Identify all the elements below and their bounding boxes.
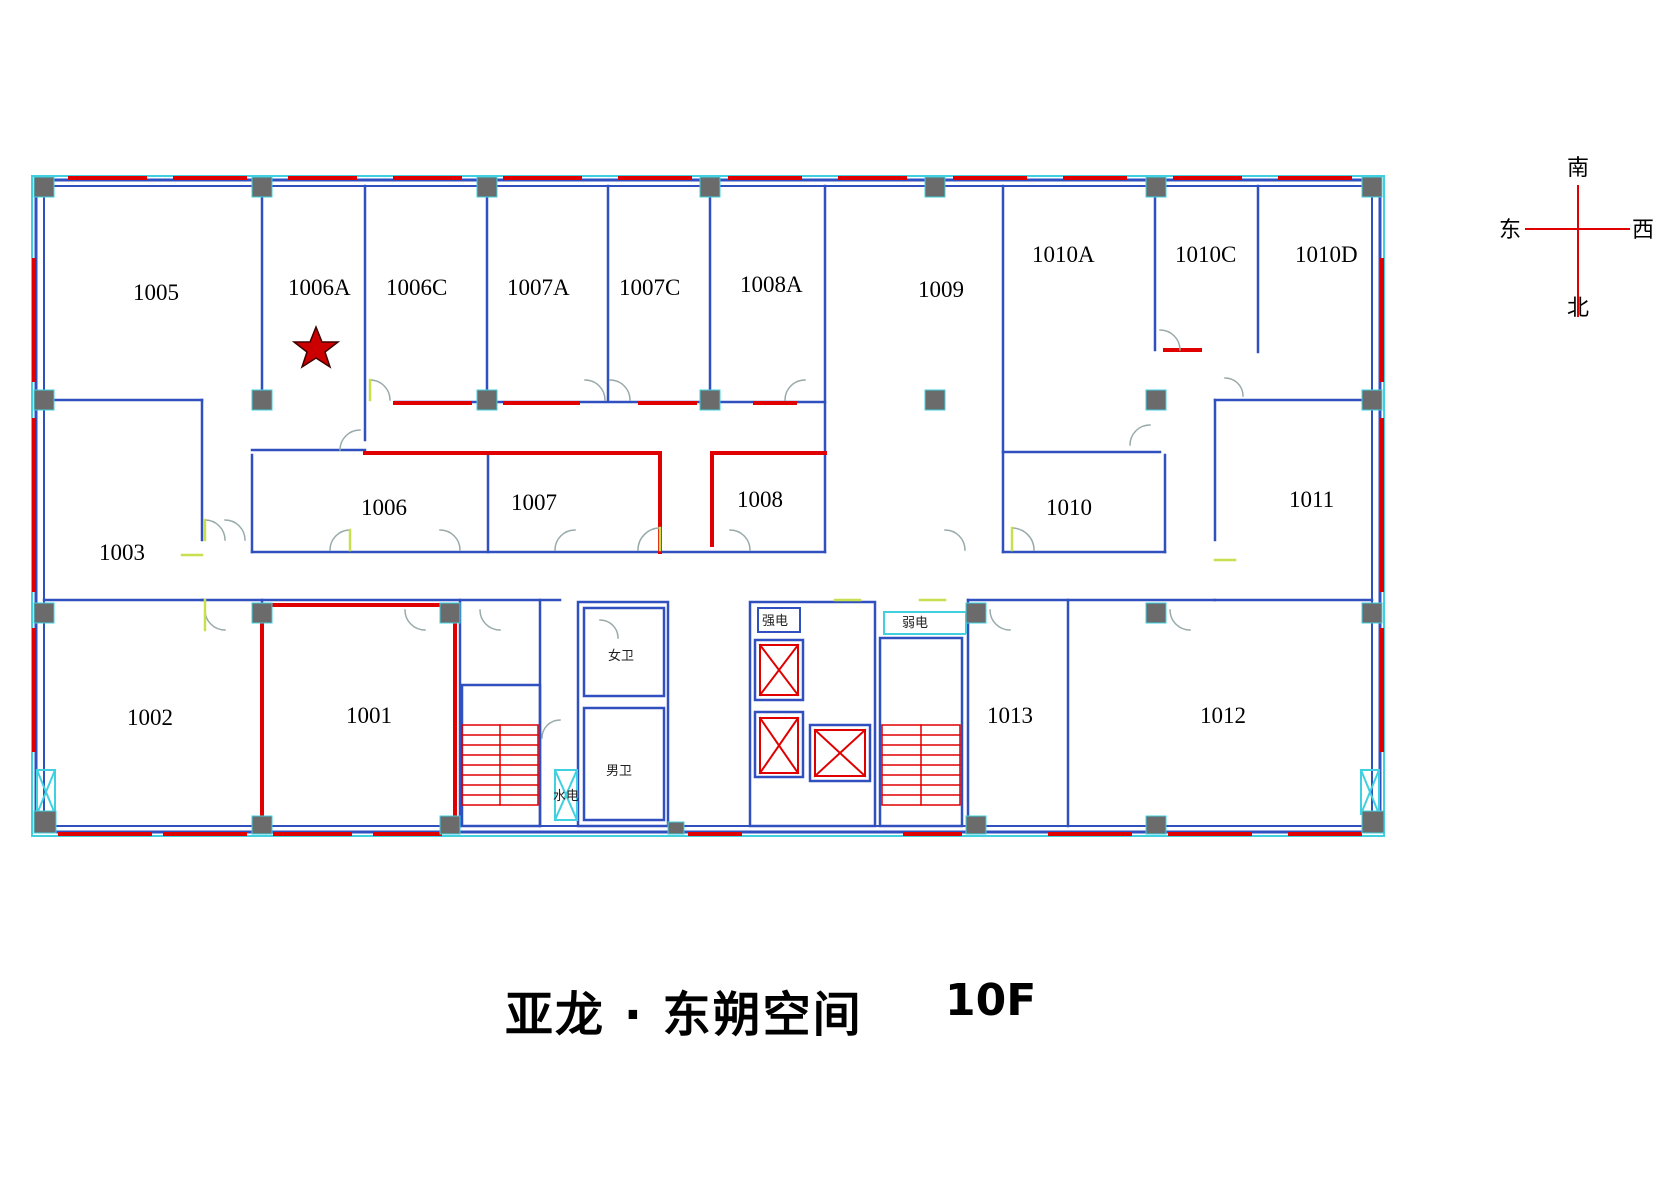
weak-elec-label: 弱电: [902, 616, 928, 631]
columns: [33, 176, 1385, 835]
female-restroom-label: 女卫: [608, 648, 634, 664]
room-1012-label[interactable]: 1012: [1200, 703, 1246, 728]
star-icon: [291, 324, 341, 369]
room-1011-label[interactable]: 1011: [1289, 487, 1334, 512]
room-1009-label[interactable]: 1009: [918, 277, 964, 302]
room-1001-label[interactable]: 1001: [346, 703, 392, 728]
room-1006-label[interactable]: 1006: [361, 495, 407, 520]
water-room-label: 水电: [553, 789, 579, 804]
room-1002-label[interactable]: 1002: [127, 705, 173, 730]
room-1010-label[interactable]: 1010: [1046, 495, 1092, 520]
room-1007A-label[interactable]: 1007A: [507, 275, 570, 300]
outer-wall: [34, 178, 1382, 834]
room-1010C-label[interactable]: 1010C: [1175, 242, 1236, 267]
strong-elec-label: 强电: [762, 614, 788, 629]
service-labels: 女卫 男卫 水电 强电 弱电: [553, 614, 928, 804]
room-1007-label[interactable]: 1007: [511, 490, 557, 515]
compass-east-label: 东: [1499, 218, 1521, 243]
room-1013-label[interactable]: 1013: [987, 703, 1033, 728]
floor-label: 10F: [945, 975, 1037, 1026]
compass-south-label: 南: [1567, 156, 1589, 181]
male-restroom-label: 男卫: [606, 764, 632, 779]
room-1008A-label[interactable]: 1008A: [740, 272, 803, 297]
compass-north-label: 北: [1567, 296, 1589, 321]
room-1003-label[interactable]: 1003: [99, 540, 145, 565]
interior-walls: [42, 184, 1374, 828]
room-1005-label[interactable]: 1005: [133, 280, 179, 305]
room-1010A-label[interactable]: 1010A: [1032, 242, 1095, 267]
inner-wall: [43, 185, 1373, 827]
stairs: [461, 724, 961, 806]
building-title: 亚龙 · 东朔空间: [505, 987, 863, 1043]
room-1007C-label[interactable]: 1007C: [619, 275, 680, 300]
room-1006A-label[interactable]: 1006A: [288, 275, 351, 300]
room-labels: 1005 1006A 1006C 1007A 1007C 1008A 1009 …: [99, 242, 1358, 730]
door-leaves: [180, 378, 1237, 632]
compass-west-label: 西: [1632, 218, 1654, 243]
elevators: [758, 643, 867, 778]
building-outline: [31, 175, 1385, 837]
windows-sides: [32, 258, 1384, 752]
room-1008-label[interactable]: 1008: [737, 487, 783, 512]
shafts: [35, 768, 1381, 822]
doors: [204, 329, 1244, 739]
glass-partitions: [260, 348, 1202, 828]
compass: 南 北 东 西: [1499, 156, 1654, 321]
strong-elec-closet: [757, 607, 801, 633]
room-1010D-label[interactable]: 1010D: [1295, 242, 1358, 267]
room-1006C-label[interactable]: 1006C: [386, 275, 447, 300]
